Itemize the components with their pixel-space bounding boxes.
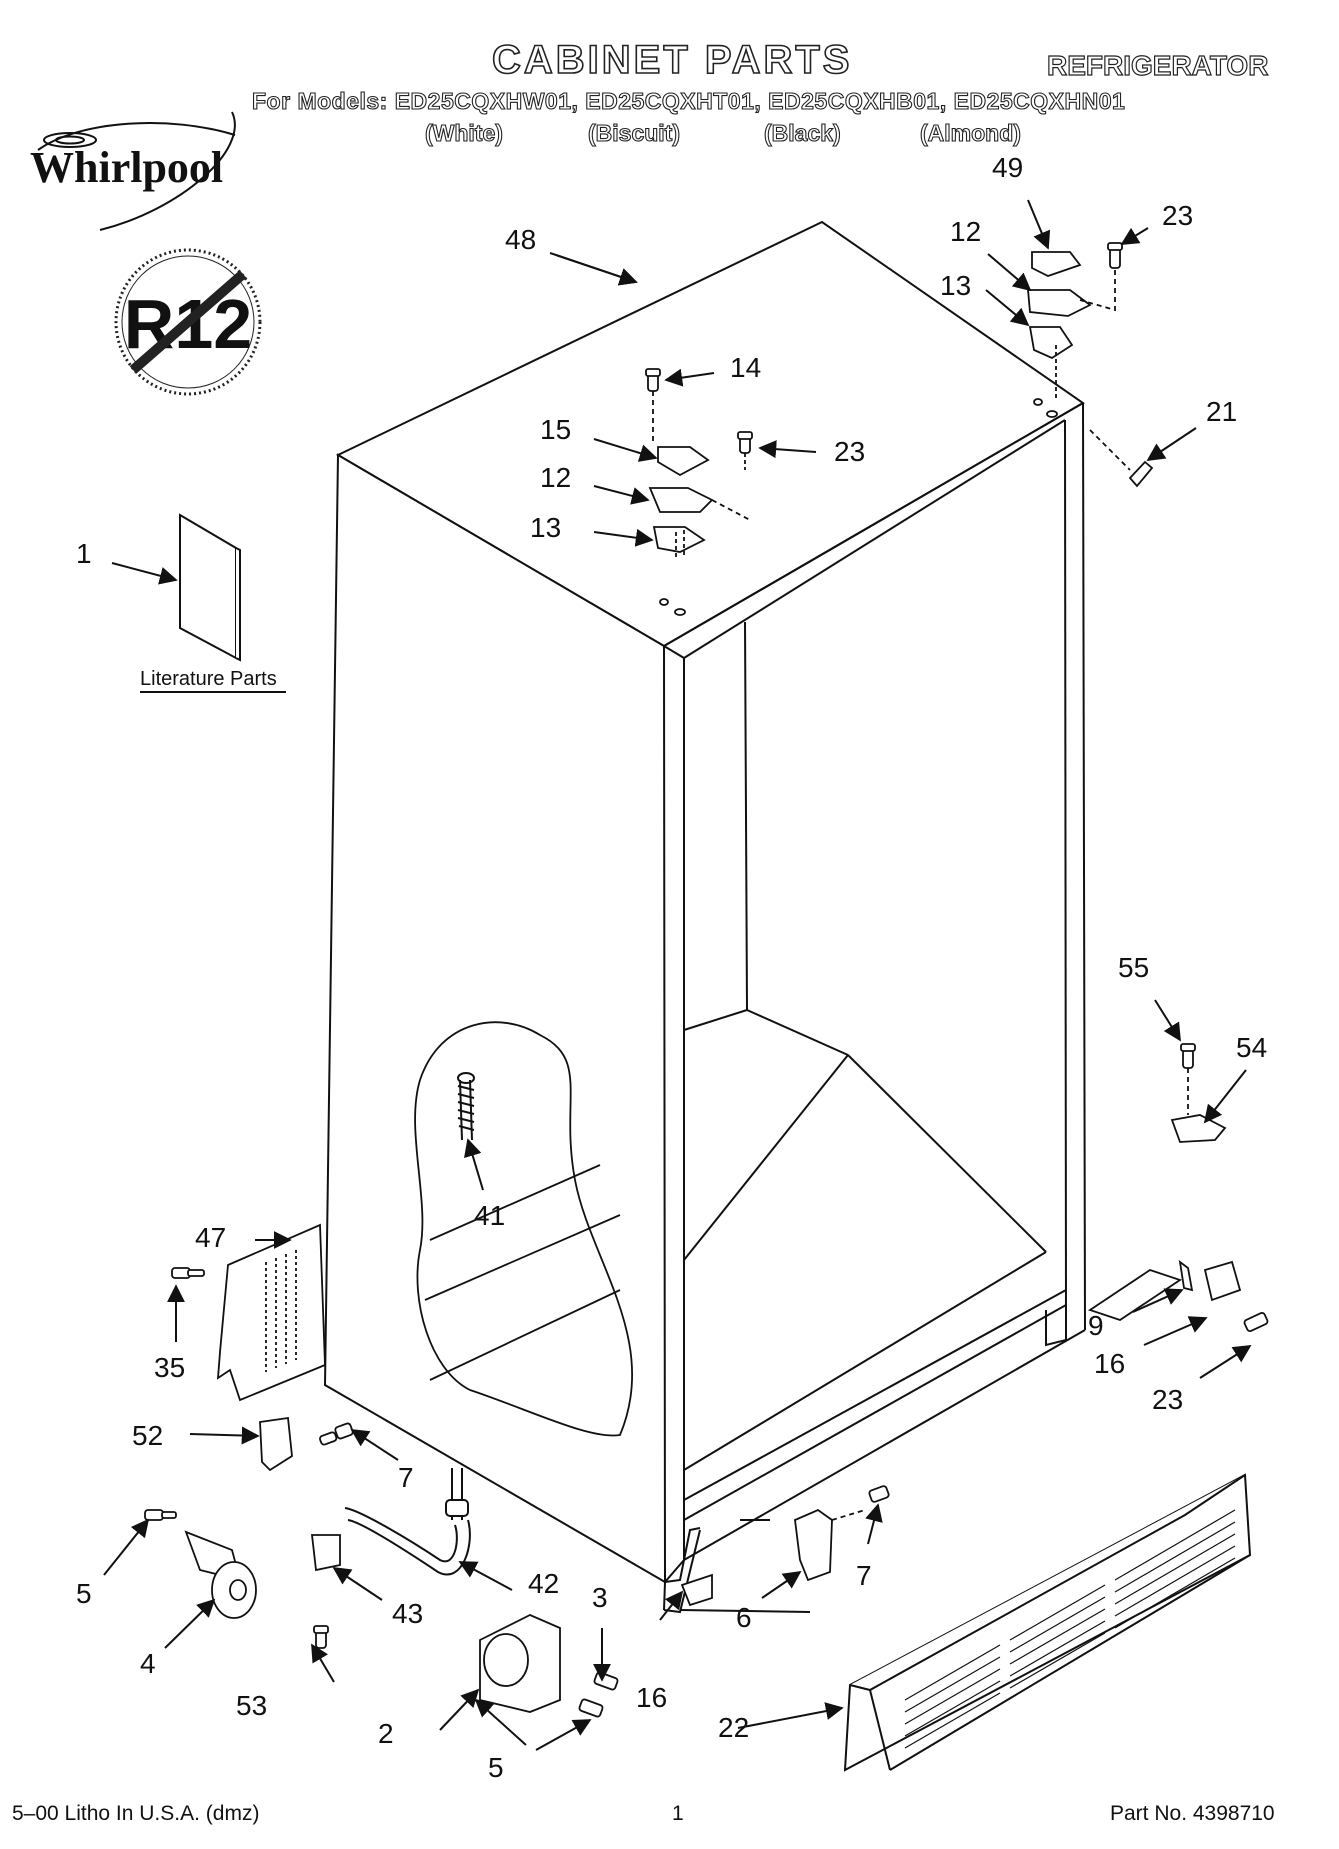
callout-1: 1 bbox=[76, 538, 92, 569]
footer-part-number: Part No. 4398710 bbox=[1110, 1802, 1275, 1825]
screw-35 bbox=[171, 1267, 205, 1279]
part-21-bumper bbox=[1089, 429, 1154, 488]
callout-7-left: 7 bbox=[398, 1462, 414, 1493]
drain-tube-41 bbox=[457, 1072, 475, 1141]
callout-5-bottom: 5 bbox=[488, 1752, 504, 1783]
literature-parts-label: Literature Parts bbox=[140, 668, 277, 690]
callout-41: 41 bbox=[474, 1200, 506, 1231]
footer-print-info: 5–00 Litho In U.S.A. (dmz) bbox=[12, 1802, 260, 1825]
callout-49: 49 bbox=[992, 152, 1024, 183]
refrigerator-cabinet bbox=[323, 220, 1086, 1614]
appliance-type: REFRIGERATOR bbox=[1046, 49, 1269, 81]
callout-12-left: 12 bbox=[540, 462, 572, 493]
part-6-bracket bbox=[794, 1485, 890, 1582]
water-tube-42 bbox=[344, 1468, 471, 1576]
callout-43: 43 bbox=[392, 1598, 424, 1629]
page-title: CABINET PARTS bbox=[491, 37, 853, 83]
callout-14: 14 bbox=[730, 352, 762, 383]
callout-47: 47 bbox=[195, 1222, 227, 1253]
part-54-55-bracket bbox=[1170, 1043, 1227, 1143]
part-16-bracket bbox=[680, 1573, 713, 1607]
callout-16-right: 16 bbox=[1094, 1348, 1126, 1379]
callout-53: 53 bbox=[236, 1690, 268, 1721]
leveling-bracket-2 bbox=[479, 1614, 619, 1718]
color-almond: (Almond) bbox=[919, 119, 1021, 146]
right-bracket-9-16 bbox=[1087, 1259, 1269, 1332]
models-line: For Models: ED25CQXHW01, ED25CQXHT01, ED… bbox=[251, 87, 1126, 114]
callout-7-right: 7 bbox=[856, 1560, 872, 1591]
callout-35: 35 bbox=[154, 1352, 186, 1383]
whirlpool-logo-text: Whirlpool bbox=[30, 143, 224, 192]
callout-13-left: 13 bbox=[530, 512, 562, 543]
callout-42: 42 bbox=[528, 1568, 560, 1599]
callout-16-bottom: 16 bbox=[636, 1682, 668, 1713]
rear-panel-47 bbox=[216, 1223, 326, 1402]
callout-5-left: 5 bbox=[76, 1578, 92, 1609]
clip-43 bbox=[310, 1534, 341, 1649]
callout-6: 6 bbox=[736, 1602, 752, 1633]
callout-2: 2 bbox=[378, 1718, 394, 1749]
color-biscuit: (Biscuit) bbox=[587, 119, 680, 146]
whirlpool-swoosh-logo bbox=[37, 111, 236, 231]
left-hinge-assembly bbox=[645, 368, 753, 616]
callout-arrows bbox=[103, 199, 1252, 1751]
callout-15: 15 bbox=[540, 414, 572, 445]
callout-54: 54 bbox=[1236, 1032, 1268, 1063]
color-white: (White) bbox=[424, 119, 503, 146]
callout-23-bottom-right: 23 bbox=[1152, 1384, 1184, 1415]
callout-21: 21 bbox=[1206, 396, 1238, 427]
color-black: (Black) bbox=[763, 119, 841, 146]
side-panel-cutaway bbox=[414, 1021, 634, 1437]
callout-9: 9 bbox=[1088, 1310, 1104, 1341]
callout-23-left-hinge: 23 bbox=[834, 436, 866, 467]
callout-23-top-right: 23 bbox=[1162, 200, 1194, 231]
literature-booklet-icon bbox=[179, 513, 241, 662]
callout-48: 48 bbox=[505, 224, 537, 255]
right-hinge-assembly bbox=[1027, 242, 1123, 418]
callout-22: 22 bbox=[718, 1712, 750, 1743]
part-52-clip bbox=[259, 1416, 354, 1472]
callout-3: 3 bbox=[592, 1582, 608, 1613]
no-r12-badge-icon: R12 bbox=[114, 248, 262, 396]
toe-grille-22 bbox=[843, 1473, 1252, 1772]
callout-52: 52 bbox=[132, 1420, 164, 1451]
callout-13-right: 13 bbox=[940, 270, 972, 301]
callout-12-right: 12 bbox=[950, 216, 982, 247]
caster-4 bbox=[144, 1509, 257, 1619]
callout-4: 4 bbox=[140, 1648, 156, 1679]
callout-55: 55 bbox=[1118, 952, 1150, 983]
footer-page-number: 1 bbox=[672, 1802, 684, 1825]
